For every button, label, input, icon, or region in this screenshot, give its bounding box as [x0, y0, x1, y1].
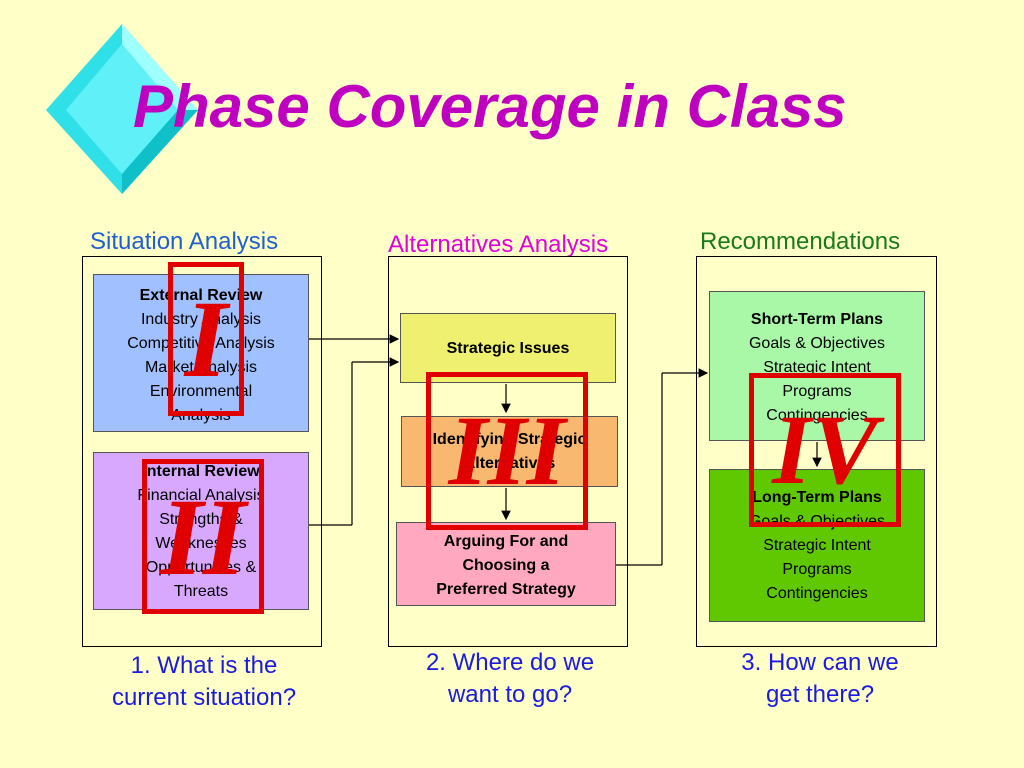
- short-term-plans-line: Goals & Objectives: [748, 335, 886, 352]
- phase-marker-ii: II: [142, 459, 264, 614]
- situation-frame: [82, 256, 322, 647]
- long-term-plans-box: Long-Term Plans Goals & Objectives Strat…: [709, 469, 925, 622]
- question-2: 2. Where do we want to go?: [388, 647, 632, 711]
- long-term-plans-line: Strategic Intent: [763, 537, 871, 554]
- question-1-line: 1. What is the: [130, 652, 278, 679]
- alternatives-frame: [388, 256, 628, 647]
- arguing-strategy-line: Choosing a: [462, 557, 550, 574]
- recommendations-heading: Recommendations: [700, 228, 901, 255]
- external-review-box: External Review Industry Analysis Compet…: [93, 274, 309, 432]
- question-3-line: get there?: [765, 681, 875, 708]
- question-3-line: 3. How can we: [741, 649, 899, 676]
- short-term-plans-header: Short-Term Plans: [750, 311, 884, 328]
- alternatives-analysis-heading: Alternatives Analysis: [388, 231, 609, 258]
- short-term-plans-line: Programs: [782, 383, 852, 400]
- short-term-plans-line: Strategic Intent: [763, 359, 871, 376]
- short-term-plans-box: Short-Term Plans Goals & Objectives Stra…: [709, 291, 925, 441]
- identifying-alternatives-line: Identifying Strategic: [432, 431, 587, 448]
- page-title: Phase Coverage in Class: [133, 73, 847, 140]
- internal-review-line: Strengths &: [159, 511, 243, 528]
- diamond-icon: [46, 24, 198, 194]
- question-1-line: current situation?: [111, 684, 297, 711]
- internal-review-box: Internal Review Financial Analysis Stren…: [93, 452, 309, 610]
- phase-marker-iii: III: [426, 372, 588, 530]
- arguing-strategy-line: Arguing For and: [443, 533, 569, 550]
- strategic-issues-box: Strategic Issues: [400, 313, 616, 383]
- question-2-line: 2. Where do we: [425, 649, 595, 676]
- internal-review-line: Threats: [173, 583, 229, 600]
- phase-marker-iv: IV: [749, 373, 901, 527]
- long-term-plans-line: Contingencies: [766, 585, 868, 602]
- short-term-plans-line: Contingencies: [766, 407, 868, 424]
- identifying-alternatives-line: Alternatives: [463, 455, 556, 472]
- long-term-plans-header: Long-Term Plans: [752, 489, 882, 506]
- arguing-strategy-box: Arguing For and Choosing a Preferred Str…: [396, 522, 616, 606]
- phase-marker-i: I: [168, 262, 244, 416]
- internal-review-header: Internal Review: [142, 463, 260, 480]
- strategic-issues-label: Strategic Issues: [446, 340, 570, 357]
- identifying-alternatives-box: Identifying Strategic Alternatives: [401, 416, 618, 487]
- arguing-strategy-line: Preferred Strategy: [436, 581, 576, 598]
- internal-review-line: Opportunities &: [145, 559, 257, 576]
- question-3: 3. How can we get there?: [698, 647, 942, 711]
- external-review-line: Competitive Analysis: [127, 335, 275, 352]
- external-review-line: Environmental: [149, 383, 253, 400]
- internal-review-line: Financial Analysis: [137, 487, 265, 504]
- internal-review-line: Weaknesses: [155, 535, 247, 552]
- question-2-line: want to go?: [447, 681, 573, 708]
- recommendations-frame: [696, 256, 937, 647]
- situation-analysis-heading: Situation Analysis: [90, 228, 279, 255]
- long-term-plans-line: Programs: [782, 561, 852, 578]
- question-1: 1. What is the current situation?: [82, 650, 326, 714]
